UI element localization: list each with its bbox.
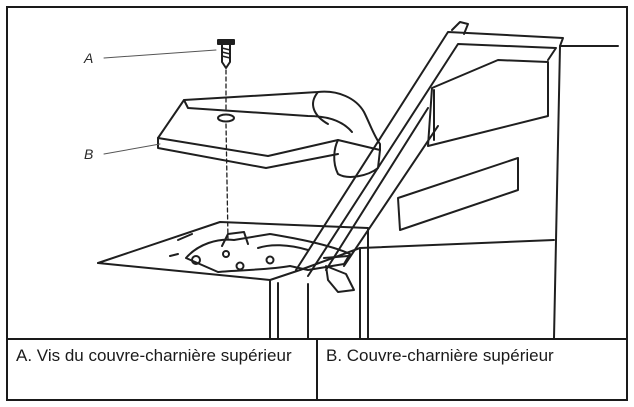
door-outer-frame bbox=[295, 31, 619, 271]
screw-threads bbox=[221, 47, 231, 59]
screw-head bbox=[217, 39, 235, 45]
hinge-bracket-detail bbox=[221, 231, 349, 259]
door-right-edge bbox=[553, 45, 561, 338]
hinge-plate-edge bbox=[169, 233, 193, 257]
callout-b-leader bbox=[103, 143, 161, 155]
hinge-wire-harness bbox=[325, 265, 355, 293]
hinge-hole bbox=[222, 250, 230, 258]
door-top-cap bbox=[451, 21, 469, 35]
hinge-cover-figure: A B A. Vis du couvre-charnière supérieur… bbox=[6, 6, 628, 401]
hinge-illustration: A B bbox=[8, 8, 626, 338]
door-front-left-edge bbox=[307, 43, 557, 277]
cabinet-front-edge bbox=[97, 262, 271, 338]
cabinet-corner-panel bbox=[269, 247, 361, 338]
hinge-bolt-left bbox=[191, 255, 201, 265]
caption-row: A. Vis du couvre-charnière supérieur B. … bbox=[8, 338, 626, 401]
door-lower-edge bbox=[359, 239, 555, 249]
hinge-cover-elbow bbox=[333, 139, 381, 178]
hinge-cover-curve bbox=[312, 91, 329, 125]
alignment-dashed-line bbox=[225, 69, 229, 241]
cabinet-side-face bbox=[277, 282, 309, 338]
caption-hinge-cover: B. Couvre-charnière supérieur bbox=[326, 346, 554, 365]
door-shelf-top bbox=[427, 59, 549, 147]
door-shelf-lower bbox=[397, 157, 519, 231]
hinge-cover-bottom bbox=[157, 137, 339, 169]
hinge-bolt-mid bbox=[235, 261, 245, 271]
door-inner-edge bbox=[325, 107, 439, 271]
hinge-cover-ridge bbox=[183, 99, 353, 133]
callout-a-label: A bbox=[83, 50, 93, 66]
cabinet-top-surface bbox=[97, 221, 369, 338]
caption-screw: A. Vis du couvre-charnière supérieur bbox=[8, 340, 318, 401]
hinge-cover-top bbox=[157, 90, 381, 151]
hinge-bracket bbox=[185, 233, 351, 273]
callout-a-leader bbox=[103, 49, 217, 59]
hinge-cover-front bbox=[157, 137, 381, 157]
hinge-bolt-right bbox=[265, 255, 275, 265]
hinge-cover-screw-hole bbox=[217, 113, 235, 123]
callout-b-label: B bbox=[84, 146, 93, 162]
